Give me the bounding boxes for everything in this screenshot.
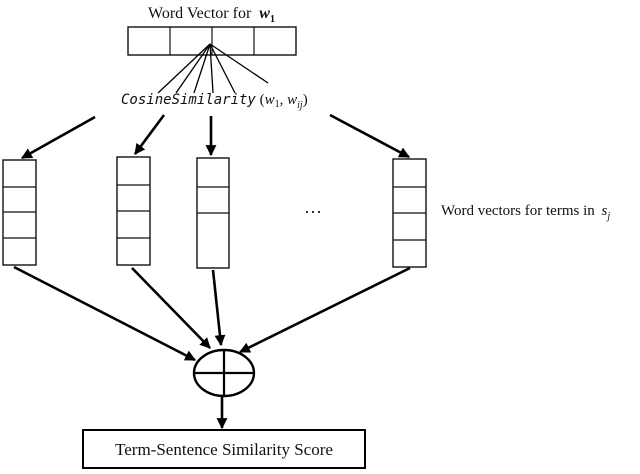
word-vector-n [392,158,427,268]
fan-lines [157,43,269,94]
result-label: Term-Sentence Similarity Score [115,440,333,459]
word-vector-2 [116,156,151,266]
ellipsis: … [304,197,322,217]
word-vector-3 [196,157,230,269]
cosine-similarity-formula: CosineSimilarity (w1, wij) [121,92,308,111]
top-word-vector [127,26,297,56]
formula-to-vector-arrows [21,113,410,160]
aggregation-node [192,348,256,398]
vector-to-sum-arrows [13,265,411,362]
result-box: Term-Sentence Similarity Score [82,429,366,469]
word-vector-1 [2,159,37,266]
word-vectors-label: Word vectors for terms in sj [441,203,610,222]
top-vector-title: Word Vector for w1 [148,5,275,25]
